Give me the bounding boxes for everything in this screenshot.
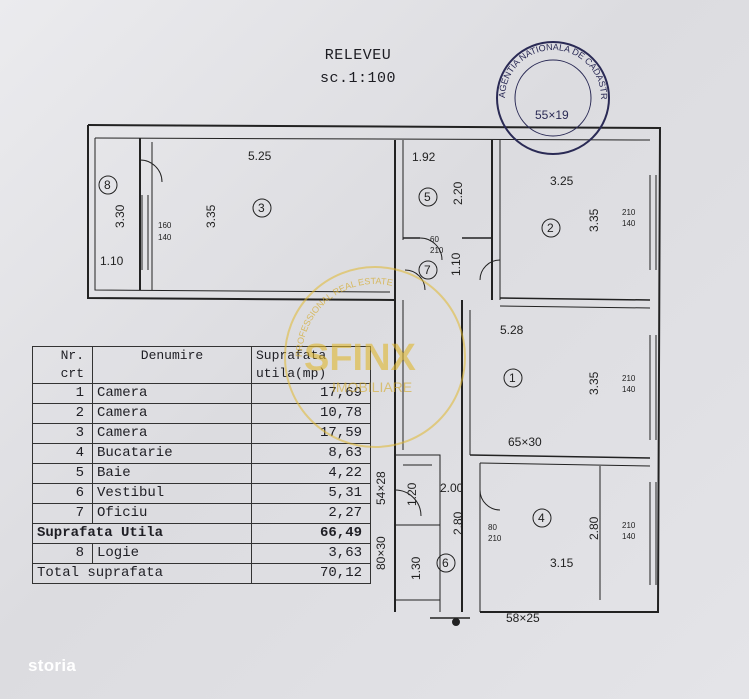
header-area: Suprafata utila(mp) [251,346,371,384]
dim-bath-130: 1.30 [409,556,423,580]
room-number: 7 [424,263,431,277]
dim-room5-depth: 2.20 [451,181,465,205]
cell-nr: 6 [32,483,93,504]
subtotal-area: 66,49 [251,523,371,544]
dim-window-65x30: 65×30 [508,435,542,449]
total-label: Total suprafata [32,563,252,584]
table-row: 2 Camera 10,78 [32,403,371,424]
outer-wall [87,124,662,613]
cell-area: 5,31 [251,483,371,504]
outer-wall-west [87,125,396,301]
cell-area: 3,63 [251,543,371,564]
area-table: Nr. crt Denumire Suprafata utila(mp) 1 C… [32,346,371,584]
door-label: 210 [622,208,636,217]
dim-window-80x30: 80×30 [374,536,388,570]
cell-nr: 4 [32,443,93,464]
cell-name: Bucatarie [92,443,252,464]
watermark-brand: SFINX [304,337,417,379]
table-row: 1 Camera 17,69 [32,383,371,404]
dim-room5-width: 1.92 [412,150,436,164]
door-label: 160 [158,221,172,230]
room-number: 2 [547,221,554,235]
total-area: 70,12 [251,563,371,584]
door-label: 210 [430,246,444,255]
dim-room6-depth: 2.80 [451,511,465,535]
door-label: 140 [622,219,636,228]
cell-name: Vestibul [92,483,252,504]
door-label: 140 [622,385,636,394]
cell-name: Camera [92,383,252,404]
stamp-number: 55×19 [535,108,569,122]
dim-room3-depth: 3.35 [204,204,218,228]
door-label: 140 [158,233,172,242]
cell-nr: 7 [32,503,93,524]
table-row: 6 Vestibul 5,31 [32,483,371,504]
dim-room2-width: 3.25 [550,174,574,188]
cell-area: 4,22 [251,463,371,484]
cell-nr: 2 [32,403,93,424]
room-markers: 8 3 5 2 7 1 4 6 [98,175,561,573]
door-label: 210 [488,534,502,543]
dim-window-58x25: 58×25 [506,611,540,625]
cell-name: Camera [92,403,252,424]
dim-hall-200: 2.00 [440,481,464,495]
dim-room8-depth: 3.30 [113,204,127,228]
room-number: 4 [538,511,545,525]
subtotal-label: Suprafata Utila [32,523,252,544]
cell-nr: 1 [32,383,93,404]
dim-room1-width: 5.28 [500,323,524,337]
dim-window-54x28: 54×28 [374,471,388,505]
cadastre-stamp: AGENTIA NATIONALA DE CADASTRU SI PUBLICI… [485,36,610,155]
table-row: 7 Oficiu 2,27 [32,503,371,524]
room-number: 3 [258,201,265,215]
room-number: 5 [424,190,431,204]
room-number: 8 [104,178,111,192]
dim-room7-depth: 1.10 [449,252,463,276]
cell-nr: 3 [32,423,93,444]
subtotal-row: Suprafata Utila 66,49 [32,523,371,544]
cell-nr: 5 [32,463,93,484]
cell-area: 2,27 [251,503,371,524]
cell-name: Baie [92,463,252,484]
door-label: 210 [622,521,636,530]
cell-name: Camera [92,423,252,444]
dim-room2-depth: 3.35 [587,208,601,232]
storia-logo: storia [28,656,77,675]
header-name: Denumire [92,346,252,384]
cell-name: Logie [92,543,252,564]
header-nr: Nr. crt [32,346,93,384]
door-label: 140 [622,532,636,541]
table-row: 4 Bucatarie 8,63 [32,443,371,464]
watermark-sub: IMOBILIARE [332,379,412,395]
cell-nr: 8 [32,543,93,564]
plan-scale: sc.1:100 [319,70,396,87]
room-number: 6 [442,556,449,570]
dim-room4-width: 3.15 [550,556,574,570]
dim-room3-width: 5.25 [248,149,272,163]
door-label: 80 [488,523,497,532]
door-label: 60 [430,235,439,244]
room-number: 1 [509,371,516,385]
sfinx-watermark: PROFESSIONAL REAL ESTATE SFINX IMOBILIAR… [284,266,466,448]
table-row: 5 Baie 4,22 [32,463,371,484]
door-label: 210 [622,374,636,383]
dim-room8-width: 1.10 [100,254,124,268]
cell-name: Oficiu [92,503,252,524]
dim-room1-depth: 3.35 [587,371,601,395]
table-row: 8 Logie 3,63 [32,543,371,564]
total-row: Total suprafata 70,12 [32,563,371,584]
dim-hall-120: 1.20 [405,482,419,506]
plan-title: RELEVEU [324,47,392,64]
cell-area: 17,59 [251,423,371,444]
dim-room4-depth: 2.80 [587,516,601,540]
cell-area: 10,78 [251,403,371,424]
